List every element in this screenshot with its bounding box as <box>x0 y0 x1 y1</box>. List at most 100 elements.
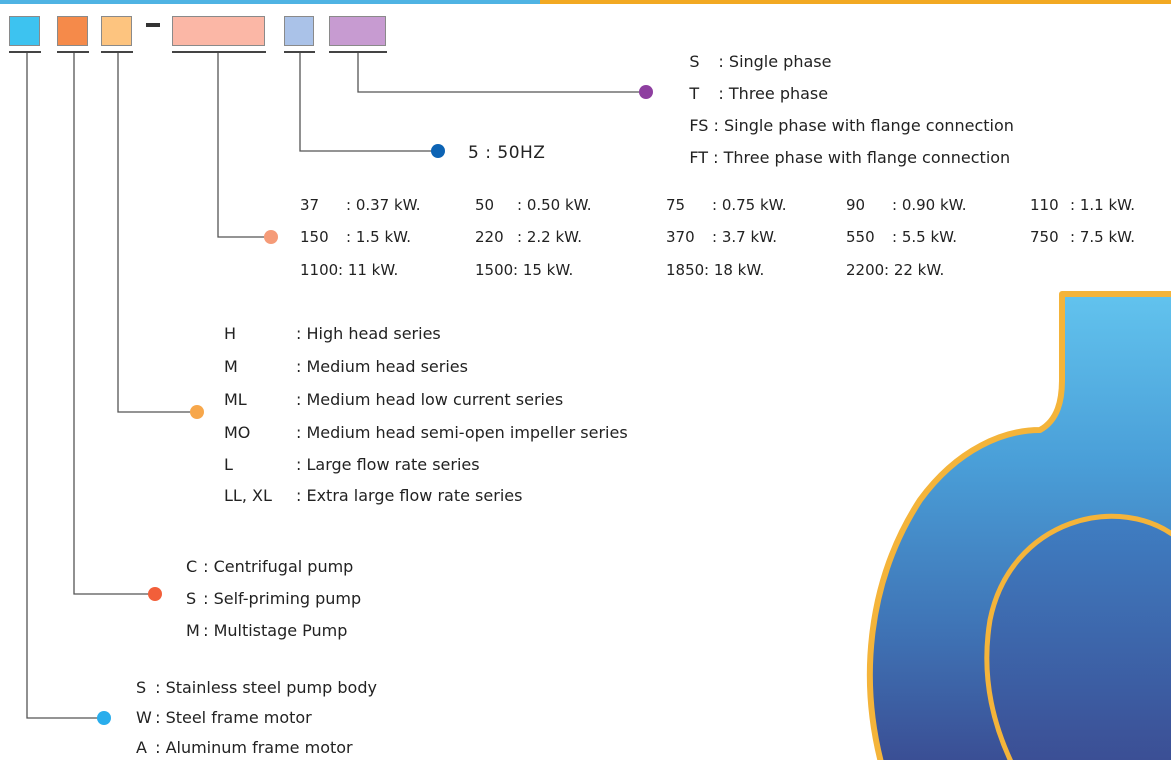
connection-code: T <box>689 84 700 103</box>
power-code: 1100 <box>300 261 339 279</box>
pump-type-code: S <box>186 589 197 608</box>
series-item: H: High head series <box>224 324 441 344</box>
power-cell: 220: 2.2 kW. <box>475 228 582 246</box>
code-underline-material <box>9 51 41 53</box>
power-value: : 0.90 kW. <box>892 196 967 214</box>
power-value: : 1.5 kW. <box>346 228 412 246</box>
series-item: L: Large flow rate series <box>224 455 480 475</box>
power-cell: 750 : 7.5 kW. <box>1030 228 1135 246</box>
power-value: : 1.1 kW. <box>1070 196 1136 214</box>
power-value: : 7.5 kW. <box>1070 228 1136 246</box>
series-desc: : Medium head low current series <box>296 390 564 409</box>
connector-connection <box>357 53 646 93</box>
pump-type-desc: Centrifugal pump <box>213 557 354 576</box>
frequency-desc: 50HZ <box>497 143 546 163</box>
power-code: 1850 <box>666 261 705 279</box>
code-box-material <box>9 16 40 46</box>
series-desc: : Medium head series <box>296 357 468 376</box>
code-box-power <box>172 16 265 46</box>
pump-type-code: M <box>186 621 200 640</box>
series-code: H <box>224 324 237 343</box>
material-sep: : <box>150 678 166 697</box>
frequency-code: 5 <box>468 143 480 163</box>
power-cell: 1100: 11 kW. <box>300 261 398 279</box>
code-box-series <box>101 16 132 46</box>
power-cell: 37 : 0.37 kW. <box>300 196 421 214</box>
dot-material <box>97 711 111 725</box>
series-code: MO <box>224 423 251 442</box>
pump-type-sep: : <box>198 589 214 608</box>
power-cell: 1500: 15 kW. <box>475 261 573 279</box>
code-box-frequency <box>284 16 314 46</box>
power-code: 550 <box>846 228 875 246</box>
material-desc: Steel frame motor <box>165 708 312 727</box>
series-desc: : Large flow rate series <box>296 455 480 474</box>
connection-item: T : Three phase <box>669 64 828 124</box>
pump-type-desc: Multistage Pump <box>213 621 348 640</box>
code-box-connection <box>329 16 386 46</box>
power-code: 37 <box>300 196 320 214</box>
pump-type-code: C <box>186 557 198 576</box>
power-cell: 150 : 1.5 kW. <box>300 228 411 246</box>
code-underline-series <box>101 51 133 53</box>
connection-sep: : <box>708 148 724 167</box>
power-code: 2200 <box>846 261 885 279</box>
power-value: : 3.7 kW. <box>712 228 778 246</box>
pump-type-item: S : Self-priming pump <box>186 589 361 609</box>
material-code: S <box>136 678 147 697</box>
power-cell: 1850: 18 kW. <box>666 261 764 279</box>
power-cell: 50: 0.50 kW. <box>475 196 592 214</box>
power-cell: 550 : 5.5 kW. <box>846 228 957 246</box>
connection-desc: Three phase <box>728 84 829 103</box>
series-item: ML : Medium head low current series <box>224 390 563 410</box>
material-sep: : <box>150 738 166 757</box>
power-value: : 0.50 kW. <box>517 196 592 214</box>
frequency-label: 5 : 50HZ <box>468 142 545 164</box>
material-item: A : Aluminum frame motor <box>136 738 353 758</box>
connection-code: S <box>689 52 700 71</box>
power-cell: 75: 0.75 kW. <box>666 196 787 214</box>
connection-desc: Single phase <box>728 52 832 71</box>
power-cell: 90 : 0.90 kW. <box>846 196 967 214</box>
material-item: S : Stainless steel pump body <box>136 678 377 698</box>
series-item: LL, XL: Extra large flow rate series <box>224 486 522 506</box>
series-code: M <box>224 357 238 376</box>
connection-item: FT : Three phase with flange connection <box>669 128 1010 188</box>
dot-pump-type <box>148 587 162 601</box>
series-item: MO: Medium head semi-open impeller serie… <box>224 423 628 443</box>
power-code: 750 <box>1030 228 1059 246</box>
power-code: 220 <box>475 228 504 246</box>
frequency-sep: : <box>479 143 498 163</box>
power-code: 150 <box>300 228 329 246</box>
power-code: 90 <box>846 196 866 214</box>
connection-code: FS <box>689 116 709 135</box>
series-item: M : Medium head series <box>224 357 468 377</box>
code-box-pump-type <box>57 16 88 46</box>
pump-type-desc: Self-priming pump <box>213 589 362 608</box>
power-value: : 5.5 kW. <box>892 228 958 246</box>
power-cell: 2200: 22 kW. <box>846 261 944 279</box>
connection-desc: Three phase with flange connection <box>723 148 1011 167</box>
dot-frequency <box>431 144 445 158</box>
material-desc: Aluminum frame motor <box>165 738 353 757</box>
power-cell: 110 : 1.1 kW. <box>1030 196 1135 214</box>
power-value: : 0.37 kW. <box>346 196 421 214</box>
dot-power <box>264 230 278 244</box>
code-underline-pump-type <box>57 51 89 53</box>
connection-code: FT <box>689 148 709 167</box>
connector-frequency <box>299 53 438 152</box>
material-item: W : Steel frame motor <box>136 708 312 728</box>
code-underline-connection <box>329 51 387 53</box>
connection-item: S : Single phase <box>669 32 831 92</box>
top-accent-bar-orange <box>540 0 1171 4</box>
series-desc: : Extra large flow rate series <box>296 486 523 505</box>
code-underline-frequency <box>284 51 315 53</box>
pump-type-sep: : <box>198 557 214 576</box>
material-desc: Stainless steel pump body <box>165 678 377 697</box>
power-code: 110 <box>1030 196 1059 214</box>
connection-sep: : <box>713 84 729 103</box>
connection-item: FS : Single phase with flange connection <box>669 96 1014 156</box>
series-code: ML <box>224 390 247 409</box>
material-sep: : <box>150 708 166 727</box>
